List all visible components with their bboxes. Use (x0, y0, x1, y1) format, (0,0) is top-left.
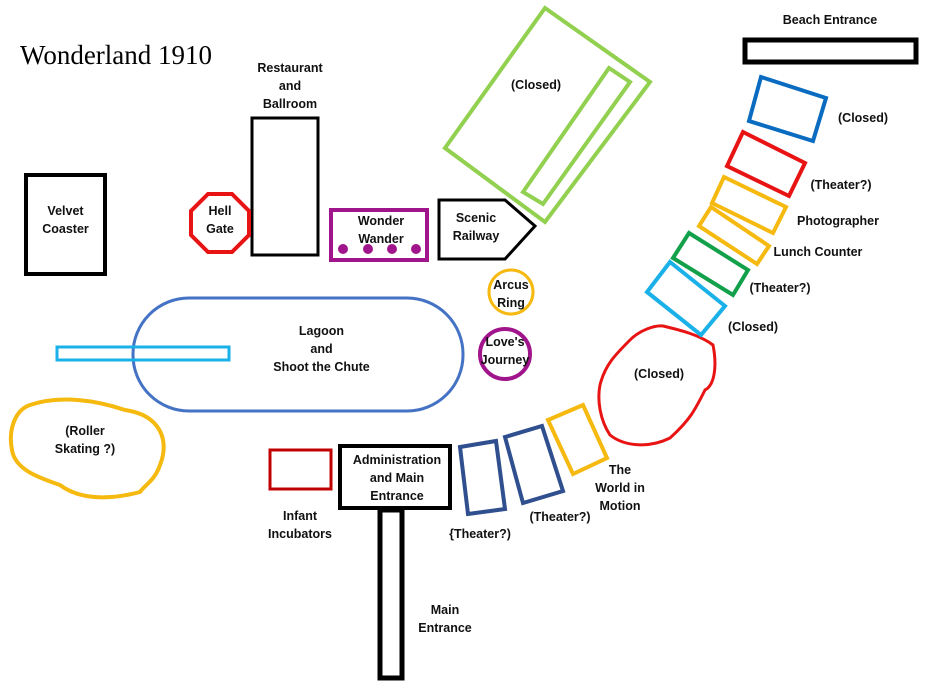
roller-skating-shape (9, 397, 166, 500)
restaurant-shape (250, 116, 320, 257)
closed-blue-label: (Closed) (838, 111, 888, 125)
world-in-motion-shape (545, 402, 610, 477)
infant-incubators-shape (268, 448, 333, 491)
photographer-label: Photographer (797, 214, 879, 228)
wonder-wander-label: Wonder Wander (357, 214, 405, 246)
theater-red-label: (Theater?) (810, 178, 872, 192)
closed-green-inner-shape (520, 65, 633, 207)
administration-label: Administration and Main Entrance (352, 453, 442, 503)
closed-red-blob-shape (597, 324, 717, 447)
arcus-ring-label: Arcus Ring (493, 278, 529, 310)
closed-red-blob-label: (Closed) (634, 367, 684, 381)
main-entrance-shape (377, 507, 405, 681)
lunch-counter-label: Lunch Counter (773, 245, 863, 259)
scenic-railway-shape (437, 198, 538, 261)
arcus-ring-shape (487, 268, 535, 316)
beach-entrance-shape (742, 37, 919, 65)
map-title: Wonderland 1910 (20, 40, 213, 70)
photographer-shape (709, 174, 789, 236)
lunch-counter-shape (696, 204, 772, 267)
velvet-coaster-label: Velvet Coaster (42, 204, 89, 236)
world-in-motion-label: The World in Motion (595, 463, 645, 513)
loves-journey-shape (478, 327, 532, 381)
roller-skating-label: (Roller Skating ?) (54, 424, 116, 456)
closed-green-outer-shape (442, 5, 653, 225)
loves-journey-label: Love's Journey (480, 335, 530, 367)
lagoon-label: Lagoon and Shoot the Chute (273, 324, 370, 374)
main-entrance-label: Main Entrance (418, 603, 472, 635)
theater-green-shape (670, 230, 751, 298)
theater-red-shape (724, 129, 808, 199)
theater-bottom-1-shape (457, 438, 508, 517)
restaurant-label: Restaurant and Ballroom (257, 61, 323, 111)
chute-shape (55, 345, 231, 362)
scenic-railway-label: Scenic Railway (452, 211, 500, 243)
theater-green-label: (Theater?) (749, 281, 811, 295)
theater-bottom-2-label: (Theater?) (529, 510, 591, 524)
closed-green-label: (Closed) (511, 78, 561, 92)
theater-bottom-1-label: {Theater?) (449, 527, 511, 541)
beach-entrance-label: Beach Entrance (782, 13, 878, 27)
theater-bottom-2-shape (502, 423, 566, 506)
wonder-wander-dots (338, 244, 421, 254)
infant-incubators-label: Infant Incubators (268, 509, 332, 541)
closed-cyan-shape (644, 259, 728, 338)
closed-blue-shape (746, 74, 829, 144)
closed-cyan-label: (Closed) (728, 320, 778, 334)
wonder-wander-shape (329, 208, 429, 262)
hell-gate-shape (189, 192, 251, 254)
hell-gate-label: Hell Gate (206, 204, 234, 236)
lagoon-shape (131, 296, 465, 413)
velvet-coaster-shape (24, 173, 107, 276)
